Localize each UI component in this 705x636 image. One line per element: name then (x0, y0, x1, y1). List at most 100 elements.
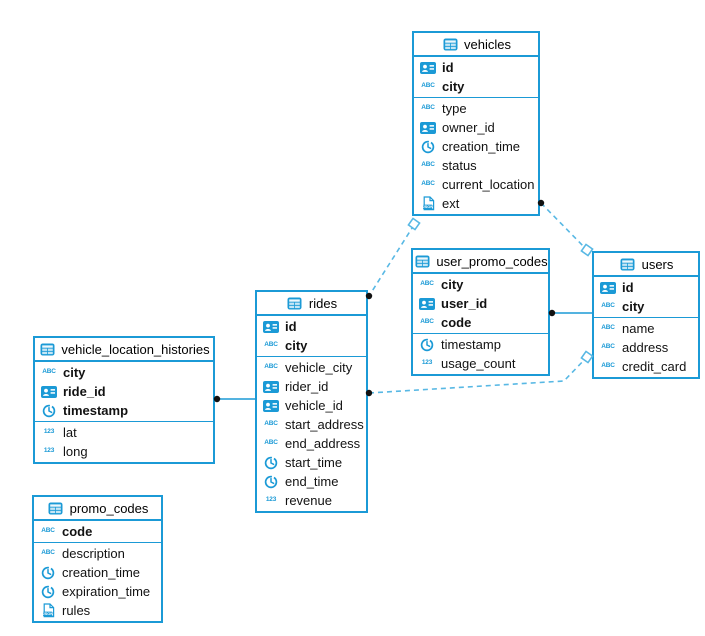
field-label: owner_id (442, 120, 495, 135)
table-name: vehicles (464, 36, 511, 52)
field-label: id (285, 319, 297, 334)
key-field-row-id: id (594, 278, 698, 297)
field-row-name: ABC name (594, 319, 698, 338)
string-type-glyph: ABC (421, 161, 435, 169)
string-abc-icon: ABC (262, 342, 280, 349)
timestamp-clock-icon (262, 456, 280, 470)
string-type-glyph: ABC (264, 341, 278, 349)
table-header: promo_codes (34, 497, 161, 521)
relationship-vehicles-users[interactable] (540, 202, 588, 251)
string-abc-icon: ABC (419, 181, 437, 188)
field-row-creation_time: creation_time (414, 137, 538, 156)
table-header: user_promo_codes (413, 250, 548, 274)
table-name: rides (308, 295, 338, 311)
id-badge-icon (419, 121, 437, 134)
string-type-glyph: ABC (41, 549, 55, 557)
field-label: vehicle_city (285, 360, 353, 375)
field-row-creation_time: creation_time (34, 563, 161, 582)
key-field-row-id: id (257, 317, 366, 336)
field-label: city (285, 338, 308, 353)
string-type-glyph: ABC (601, 324, 615, 332)
string-abc-icon: ABC (418, 281, 436, 288)
svg-text:JSON: JSON (422, 204, 433, 209)
field-label: credit_card (622, 359, 687, 374)
field-label: start_address (285, 417, 364, 432)
field-row-expiration_time: expiration_time (34, 582, 161, 601)
field-label: usage_count (441, 356, 516, 371)
field-label: revenue (285, 493, 332, 508)
string-type-glyph: ABC (421, 104, 435, 112)
field-label: id (622, 280, 634, 295)
field-label: ride_id (63, 384, 106, 399)
key-field-row-city: ABC city (257, 336, 366, 355)
string-abc-icon: ABC (599, 303, 617, 310)
key-field-row-code: ABC code (413, 313, 548, 332)
field-label: name (622, 321, 655, 336)
timestamp-clock-icon (262, 475, 280, 489)
field-label: current_location (442, 177, 535, 192)
field-label: id (442, 60, 454, 75)
table-header: vehicle_location_histories (35, 338, 213, 362)
string-abc-icon: ABC (39, 550, 57, 557)
id-badge-icon (418, 297, 436, 310)
field-label: timestamp (63, 403, 129, 418)
id-badge-icon (262, 320, 280, 333)
key-field-row-timestamp: timestamp (35, 401, 213, 420)
svg-text:JSON: JSON (42, 611, 53, 616)
field-row-rules: JSON rules (34, 601, 161, 620)
id-badge-icon (40, 385, 58, 398)
table-icon (47, 502, 65, 515)
number-123-icon: 123 (40, 448, 58, 455)
string-type-glyph: ABC (420, 318, 434, 326)
key-field-row-user_id: user_id (413, 294, 548, 313)
string-abc-icon: ABC (40, 369, 58, 376)
string-abc-icon: ABC (599, 344, 617, 351)
table-name: promo_codes (69, 500, 149, 516)
field-label: code (441, 315, 472, 330)
timestamp-clock-icon (39, 566, 57, 580)
field-label: city (622, 299, 645, 314)
relationship-vehicles-rides[interactable] (368, 224, 415, 297)
field-label: rules (62, 603, 91, 618)
timestamp-clock-icon (39, 585, 57, 599)
field-label: ext (442, 196, 460, 211)
key-field-row-id: id (414, 58, 538, 77)
field-label: city (442, 79, 465, 94)
id-badge-icon (599, 281, 617, 294)
field-label: creation_time (62, 565, 141, 580)
field-row-current_location: ABC current_location (414, 175, 538, 194)
string-abc-icon: ABC (262, 364, 280, 371)
string-type-glyph: ABC (420, 280, 434, 288)
number-type-glyph: 123 (43, 428, 55, 436)
field-row-rider_id: rider_id (257, 377, 366, 396)
endpoint-square (580, 350, 594, 364)
table-icon (413, 255, 431, 268)
field-row-ext: JSON ext (414, 194, 538, 213)
field-label: status (442, 158, 477, 173)
timestamp-clock-icon (419, 140, 437, 154)
